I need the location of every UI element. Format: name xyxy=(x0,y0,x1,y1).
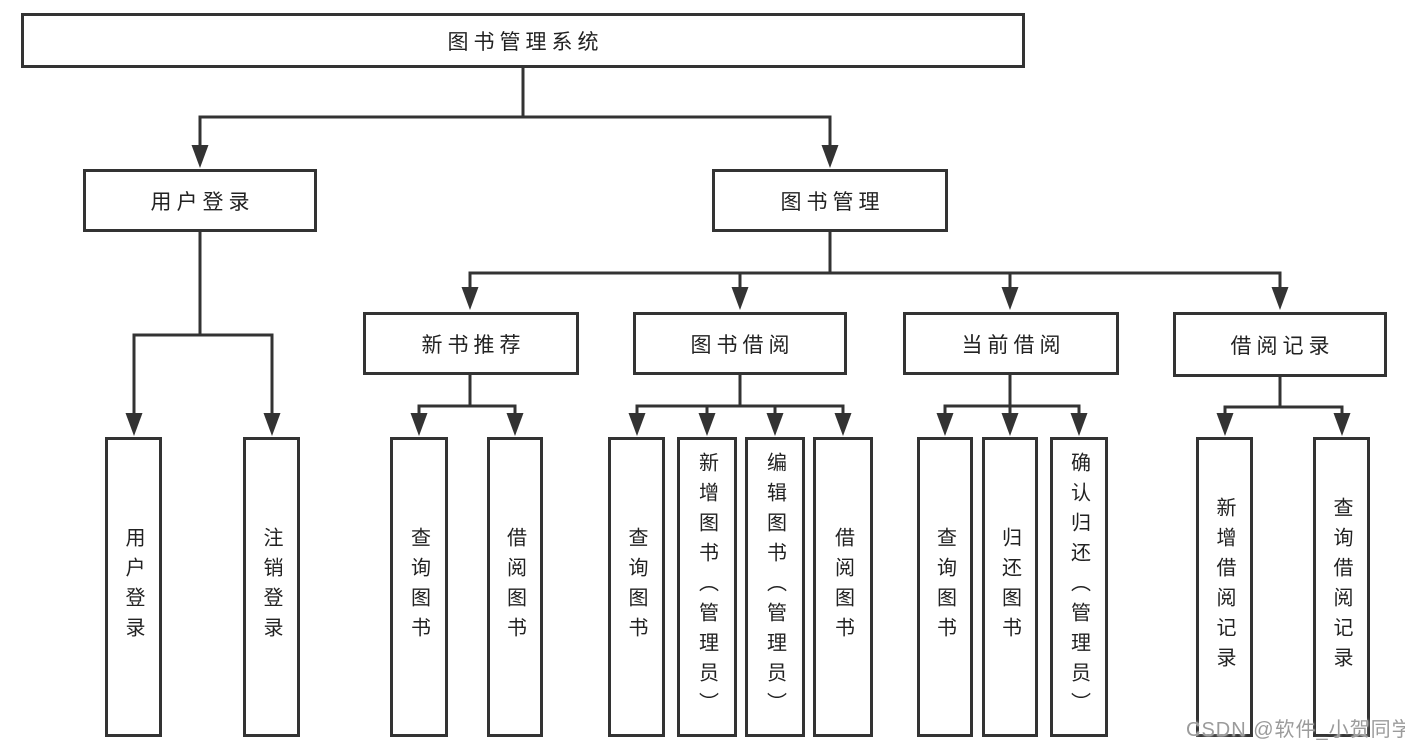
leaf-borrow-books-newbooks: 借阅图书 xyxy=(487,437,543,737)
leaf-query-borrow-record-label: 查询借阅记录 xyxy=(1330,497,1352,677)
node-book-borrowing: 图书借阅 xyxy=(633,312,847,375)
leaf-borrow-books-borrowing-label: 借阅图书 xyxy=(831,527,854,647)
connector-borrow-records-children xyxy=(1216,377,1351,436)
node-borrowing-records: 借阅记录 xyxy=(1173,312,1387,377)
leaf-query-books-borrowing-label: 查询图书 xyxy=(625,527,647,647)
leaf-query-borrow-record: 查询借阅记录 xyxy=(1313,437,1370,737)
leaf-add-books-admin: 新增图书（管理员） xyxy=(677,437,737,737)
node-book-management-label: 图书管理 xyxy=(780,190,885,214)
leaf-confirm-return-admin-label: 确认归还（管理员） xyxy=(1067,452,1090,722)
node-borrowing-records-label: 借阅记录 xyxy=(1230,334,1335,358)
node-current-borrowing-label: 当前借阅 xyxy=(961,333,1066,357)
node-library-system-label: 图书管理系统 xyxy=(447,30,604,54)
leaf-borrow-books-borrowing: 借阅图书 xyxy=(813,437,873,737)
leaf-add-borrow-record-label: 新增借阅记录 xyxy=(1213,497,1235,677)
node-user-login: 用户登录 xyxy=(83,169,317,232)
node-current-borrowing: 当前借阅 xyxy=(903,312,1119,375)
node-user-login-label: 用户登录 xyxy=(150,190,255,214)
leaf-borrow-books-newbooks-label: 借阅图书 xyxy=(503,527,526,647)
leaf-user-login-label: 用户登录 xyxy=(122,527,144,647)
leaf-user-login: 用户登录 xyxy=(105,437,162,737)
node-new-book-recommendation-label: 新书推荐 xyxy=(421,333,526,357)
leaf-confirm-return-admin: 确认归还（管理员） xyxy=(1050,437,1108,737)
connector-current-borrow-children xyxy=(936,375,1088,436)
connector-book-mgmt-to-level3 xyxy=(461,232,1289,310)
leaf-query-books-current-label: 查询图书 xyxy=(933,527,956,647)
node-new-book-recommendation: 新书推荐 xyxy=(363,312,579,375)
leaf-return-books: 归还图书 xyxy=(982,437,1038,737)
leaf-query-books-newbooks-label: 查询图书 xyxy=(407,527,430,647)
leaf-query-books-newbooks: 查询图书 xyxy=(390,437,448,737)
leaf-add-books-admin-label: 新增图书（管理员） xyxy=(695,452,718,722)
connector-book-borrow-children xyxy=(628,375,852,436)
leaf-query-books-current: 查询图书 xyxy=(917,437,973,737)
leaf-return-books-label: 归还图书 xyxy=(998,527,1021,647)
connector-new-books-children xyxy=(410,375,524,436)
watermark: CSDN @软件_小贺同学 xyxy=(1186,719,1405,741)
leaf-edit-books-admin-label: 编辑图书（管理员） xyxy=(763,452,786,722)
leaf-query-books-borrowing: 查询图书 xyxy=(608,437,665,737)
leaf-logout: 注销登录 xyxy=(243,437,300,737)
leaf-edit-books-admin: 编辑图书（管理员） xyxy=(745,437,805,737)
node-library-system: 图书管理系统 xyxy=(21,13,1025,68)
connector-root-to-level2 xyxy=(191,68,839,168)
node-book-borrowing-label: 图书借阅 xyxy=(690,333,795,357)
leaf-add-borrow-record: 新增借阅记录 xyxy=(1196,437,1253,737)
node-book-management: 图书管理 xyxy=(712,169,948,232)
leaf-logout-label: 注销登录 xyxy=(260,527,282,647)
connector-user-login-children xyxy=(125,232,281,436)
